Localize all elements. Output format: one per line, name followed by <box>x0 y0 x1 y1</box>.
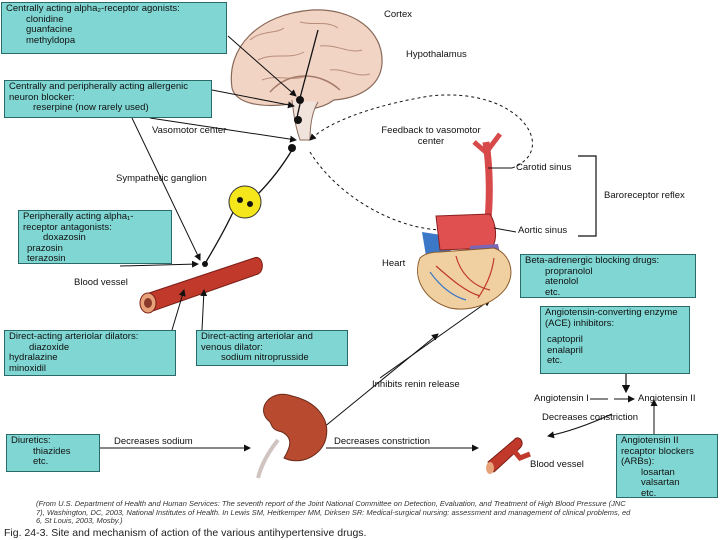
decreases-constriction-arrow <box>547 413 613 439</box>
drug-name: reserpine (now rarely used) <box>33 102 149 113</box>
drug-name: guanfacine <box>26 24 73 35</box>
beta-blockers-box: Beta-adrenergic blocking drugs: proprano… <box>520 254 696 298</box>
feedback-arrow <box>309 94 533 169</box>
drug-name: losartan <box>641 466 675 478</box>
drug-name: propranolol <box>545 265 593 277</box>
diuretics-heading: Diuretics: <box>11 435 51 446</box>
alpha1-antagonists-heading: Peripherally acting alpha₁-receptor anta… <box>23 211 134 233</box>
diuretics-box: Diuretics: thiazides etc. <box>6 434 100 472</box>
vasomotor-node-lower <box>288 144 296 152</box>
angiotensin-2-label: Angiotensin II <box>638 393 696 404</box>
blood-vessel-upper <box>139 256 263 314</box>
source-citation: (From U.S. Department of Health and Huma… <box>36 499 631 525</box>
diagram-figure: Centrally acting alpha₂-receptor agonist… <box>0 0 720 498</box>
decreases-constriction-right-label: Decreases constriction <box>542 412 639 423</box>
drug-name: etc. <box>547 355 563 366</box>
inhibits-renin-label: Inhibits renin release <box>372 379 460 390</box>
blood-vessel-lower <box>486 437 531 474</box>
aortic-sinus-pointer <box>493 227 517 233</box>
feedback-label: Feedback to vasomotor center <box>381 125 481 147</box>
arbs-heading: Angiotensin II recaptor blockers (ARBs): <box>621 435 694 467</box>
ace-inhibitors-heading: Angiotensin-converting enzyme (ACE) inhi… <box>545 307 678 329</box>
central-peripheral-box: Centrally and peripherally acting allerg… <box>4 80 212 118</box>
caption-area <box>0 498 720 540</box>
venous-dilator-heading: Direct-acting arteriolar and venous dila… <box>201 331 313 353</box>
drug-name: minoxidil <box>9 362 46 374</box>
drug-name: etc. <box>33 456 49 467</box>
figure-caption: Fig. 24-3. Site and mechanism of action … <box>4 527 367 539</box>
drug-name: doxazosin <box>43 232 86 243</box>
drug-name: captopril <box>547 334 583 345</box>
blood-vessel-upper-label: Blood vessel <box>74 277 128 288</box>
hypothalamus-node <box>296 96 304 104</box>
drug-name: terazosin <box>27 253 66 264</box>
arteriolar-dilators-box: Direct-acting arteriolar dilators: diazo… <box>4 330 176 376</box>
drug-name: prazosin <box>27 242 63 254</box>
arteriolar-dilators-heading: Direct-acting arteriolar dilators: <box>9 331 139 342</box>
sympathetic-ganglion-icon <box>228 185 262 219</box>
venous-dilator-box: Direct-acting arteriolar and venous dila… <box>196 330 348 366</box>
blood-vessel-lower-label: Blood vessel <box>530 459 584 470</box>
drug-name: thiazides <box>33 445 71 457</box>
drug-name: etc. <box>641 487 657 499</box>
vasomotor-center-label: Vasomotor center <box>152 125 227 136</box>
baroreceptor-reflex-label: Baroreceptor reflex <box>604 190 685 201</box>
drug-name: etc. <box>545 286 561 298</box>
central-agonists-heading: Centrally acting alpha₂-receptor agonist… <box>6 3 180 14</box>
drug-name: diazoxide <box>29 341 70 353</box>
heart-illustration <box>417 132 512 310</box>
decreases-sodium-label: Decreases sodium <box>114 436 193 447</box>
drug-name: enalapril <box>547 344 583 356</box>
drug-name: atenolol <box>545 276 579 287</box>
vasomotor-node-upper <box>294 116 302 124</box>
sympathetic-ganglion-label: Sympathetic ganglion <box>116 173 207 184</box>
ace-inhibitors-box: Angiotensin-converting enzyme (ACE) inhi… <box>540 306 690 374</box>
heart-label: Heart <box>382 258 406 269</box>
arbs-box: Angiotensin II recaptor blockers (ARBs):… <box>616 434 718 498</box>
beta-blockers-heading: Beta-adrenergic blocking drugs: <box>525 255 660 266</box>
feedback-dashed-line <box>309 151 445 231</box>
drug-name: hydralazine <box>9 352 58 363</box>
central-peripheral-heading: Centrally and peripherally acting allerg… <box>9 81 189 103</box>
kidney-illustration <box>256 393 328 479</box>
central-agonists-box: Centrally acting alpha₂-receptor agonist… <box>1 2 227 54</box>
hypothalamus-label: Hypothalamus <box>406 49 467 60</box>
baroreceptor-bracket <box>578 155 597 237</box>
drug-name: valsartan <box>641 477 680 488</box>
aortic-sinus-label: Aortic sinus <box>518 225 568 236</box>
drug-name: sodium nitroprusside <box>221 352 309 363</box>
alpha1-antagonists-box: Peripherally acting alpha₁-receptor anta… <box>18 210 172 264</box>
cortex-label: Cortex <box>384 9 412 20</box>
drug-name: methyldopa <box>26 34 76 46</box>
diagram-artwork <box>100 9 658 479</box>
drug-name: clonidine <box>26 13 64 25</box>
decreases-constriction-bottom-label: Decreases constriction <box>334 436 431 447</box>
angiotensin-1-label: Angiotensin I <box>534 393 589 404</box>
carotid-sinus-label: Carotid sinus <box>516 162 572 173</box>
